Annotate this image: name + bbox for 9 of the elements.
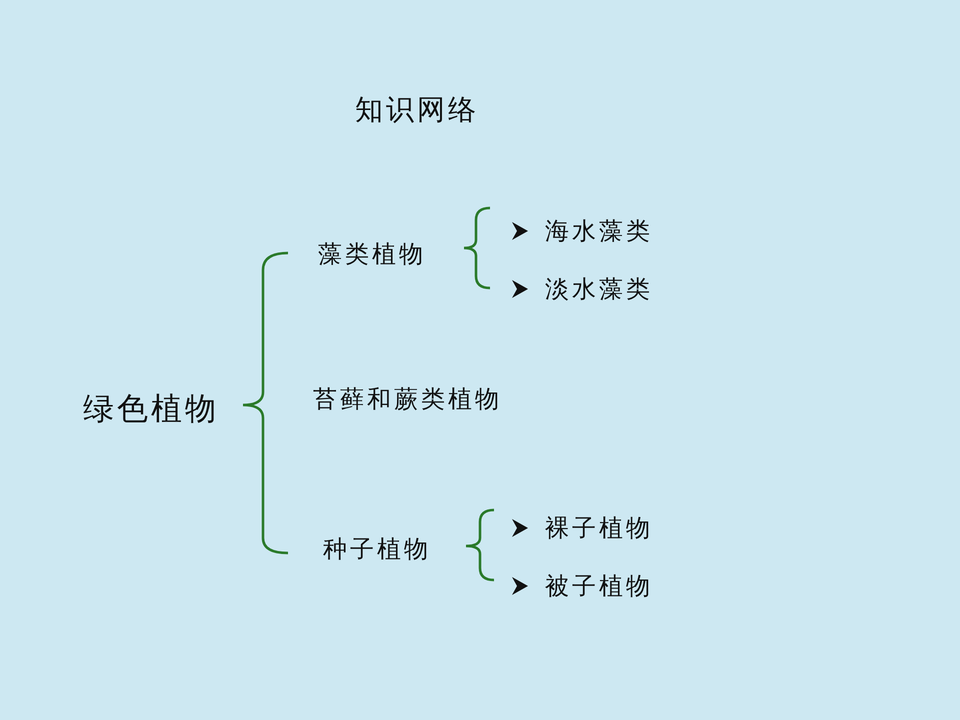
tree-label: 海水藻类 [545,219,653,243]
title: 知识网络 [355,96,479,124]
tree-label: 苔藓和蕨类植物 [313,387,502,411]
tree-label: 裸子植物 [545,516,653,540]
tree-label: 藻类植物 [318,242,426,266]
tree-label: 绿色植物 [83,394,219,425]
tree-label: 被子植物 [545,574,653,598]
tree-label: 淡水藻类 [545,277,653,301]
tree-label: 种子植物 [323,537,431,561]
